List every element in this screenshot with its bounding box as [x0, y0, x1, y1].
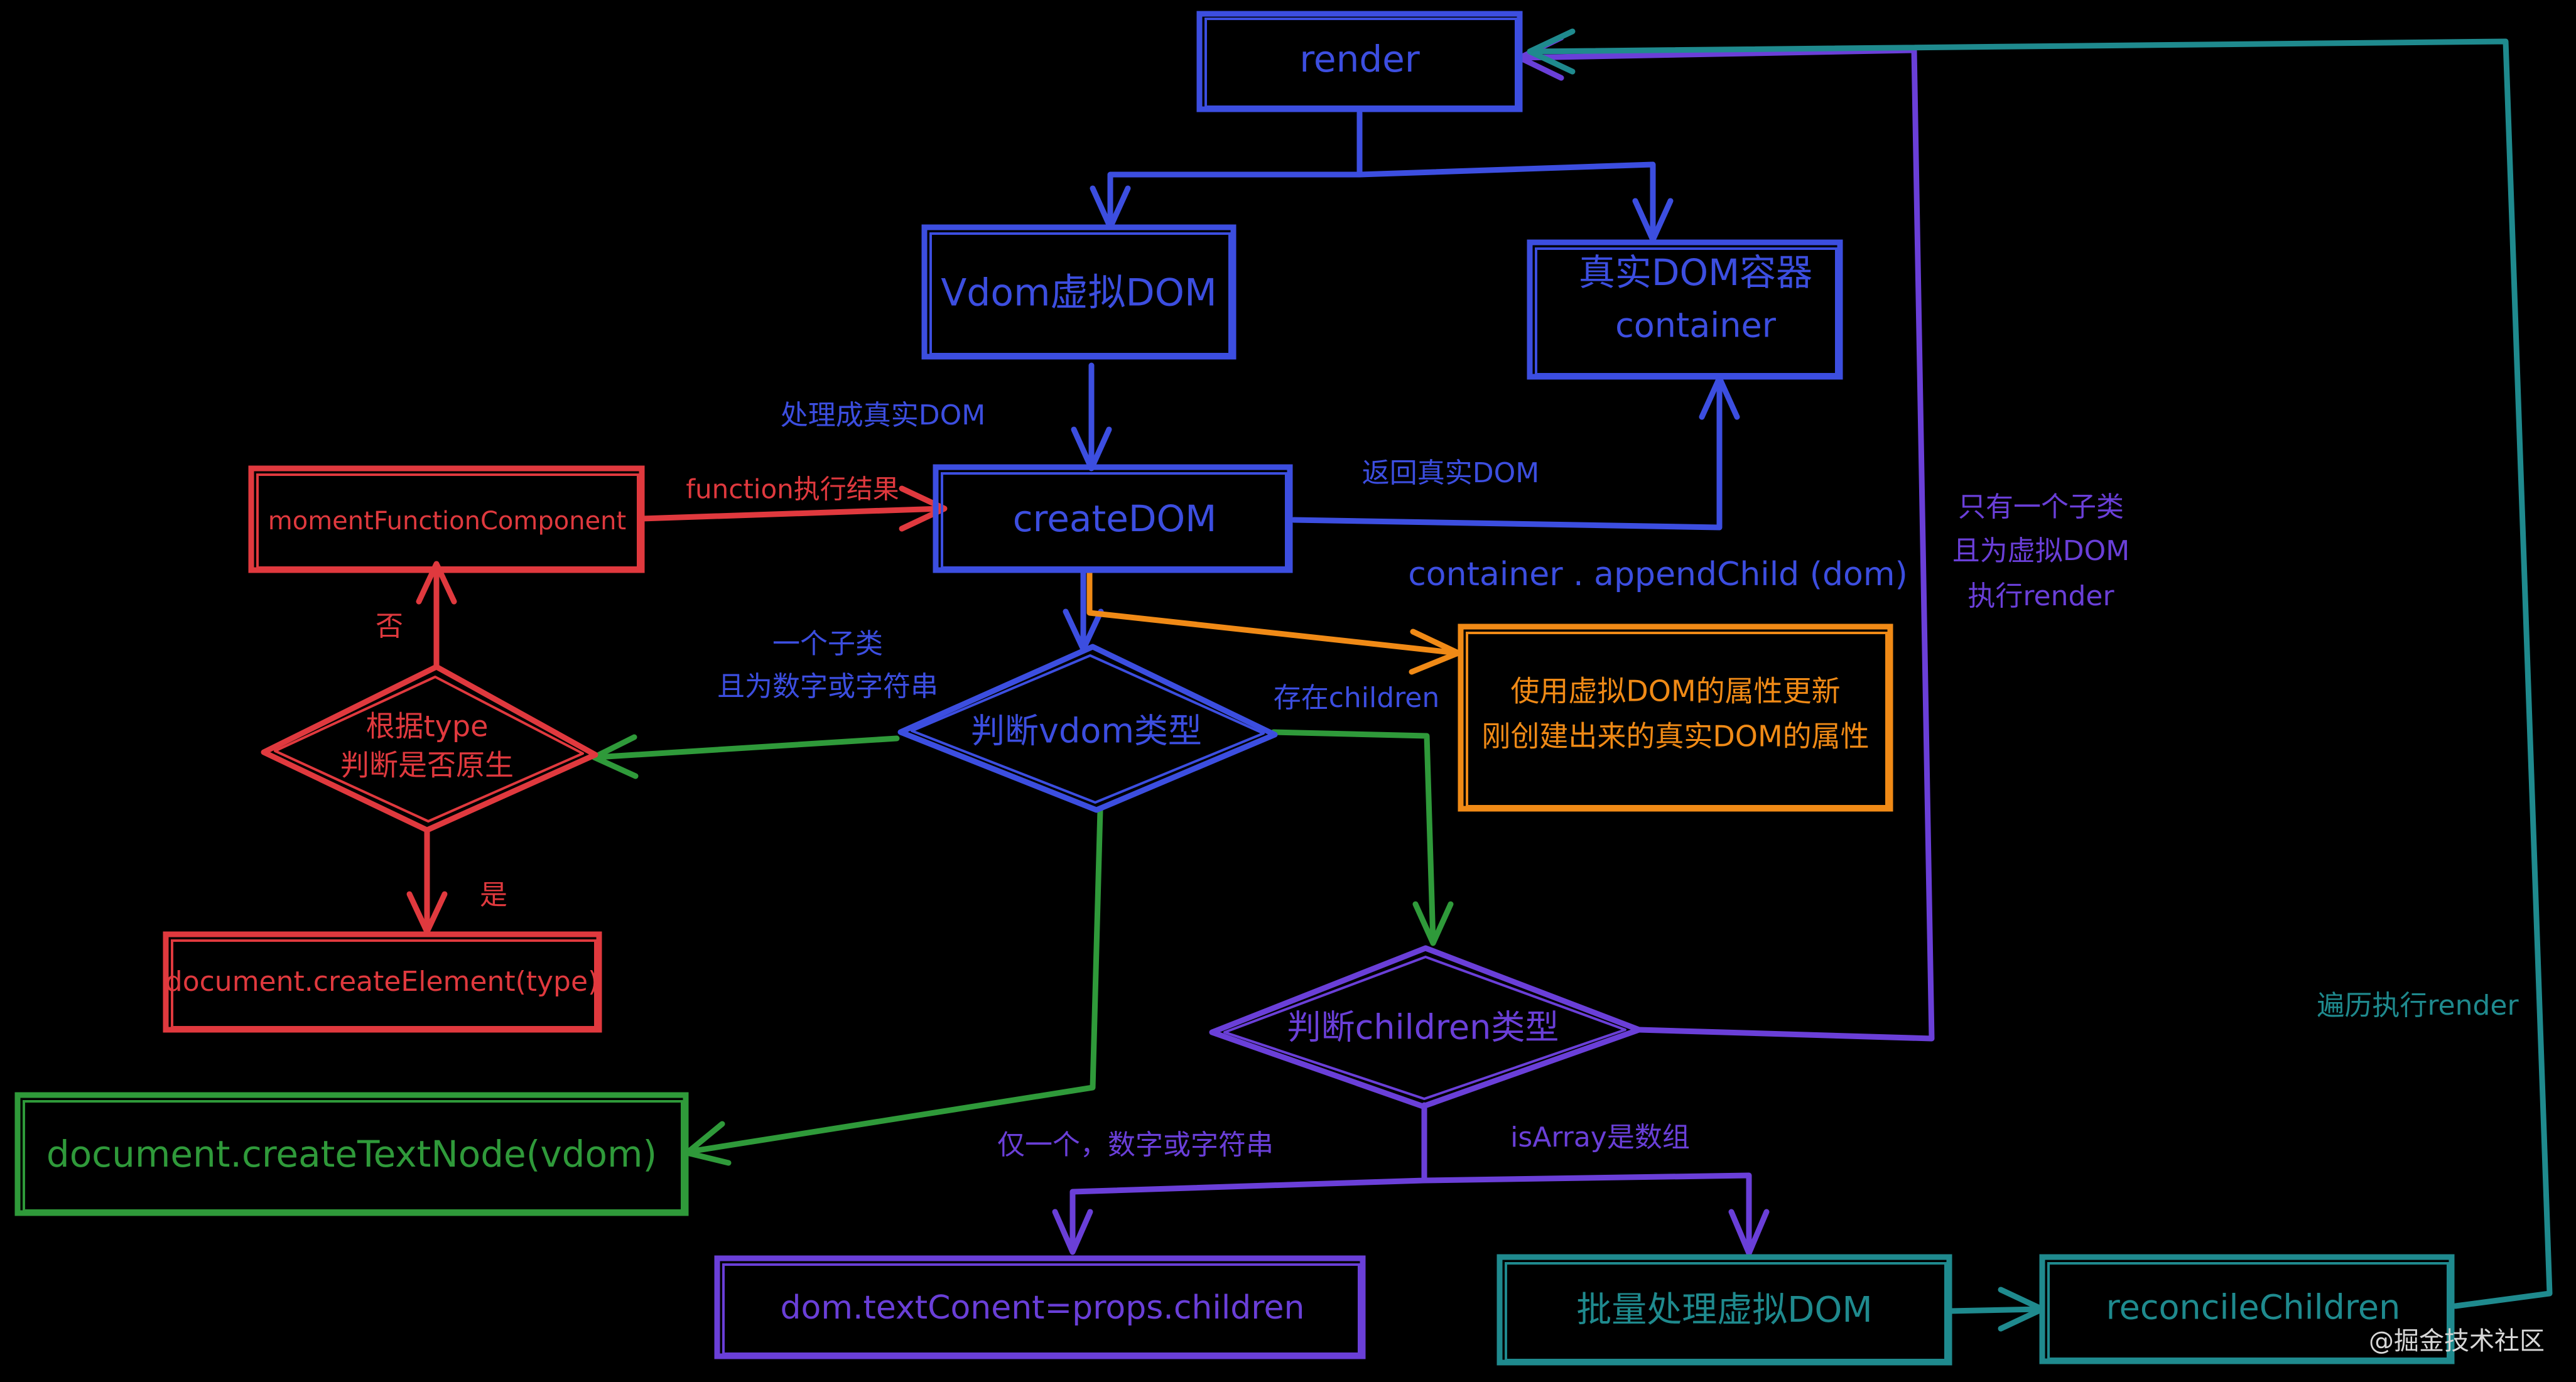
real-dom-container-node: 真实DOM容器 container: [1527, 239, 1843, 380]
createdom-to-judge-vdom-connector: [1063, 568, 1104, 652]
batch-to-reconcile-connector: [1946, 1287, 2045, 1332]
createdom-node-label: createDOM: [1013, 497, 1216, 540]
vdom-node: Vdom虚拟DOM: [921, 224, 1237, 360]
render-to-vdom-connector: [1090, 110, 1363, 230]
text-content-label: dom.textConent=props.children: [781, 1289, 1305, 1327]
createdom-to-container-connector: [1291, 375, 1740, 531]
judge-vdom-to-judge-children-connector: [1270, 729, 1454, 946]
moment-function-component-label: momentFunctionComponent: [268, 507, 626, 536]
label-one-child-1: 一个子类: [772, 628, 883, 660]
createdom-to-update-attr-connector: [1086, 568, 1461, 675]
children-text-connector: [1052, 1102, 1427, 1255]
createdom-node: createDOM: [933, 464, 1293, 573]
batch-label: 批量处理虚拟DOM: [1576, 1290, 1873, 1331]
children-virtual-to-render-connector: [1517, 35, 1935, 1042]
label-function-result: function执行结果: [686, 474, 899, 505]
update-attributes-label-2: 刚创建出来的真实DOM的属性: [1481, 720, 1869, 753]
vdom-to-createdom-connector: [1071, 362, 1112, 472]
judge-vdom-to-judge-type-connector: [591, 734, 900, 779]
label-only-one-virtual-3: 执行render: [1967, 580, 2114, 612]
function-result-connector: [639, 485, 948, 532]
reconcile-node: reconcileChildren: [2039, 1254, 2455, 1364]
reconcile-to-render-connector: [1527, 28, 2553, 1309]
watermark: @掘金技术社区: [2369, 1327, 2545, 1356]
create-text-node-node: document.createTextNode(vdom): [14, 1092, 689, 1216]
label-has-children: 存在children: [1274, 682, 1440, 714]
label-only-one-virtual-1: 只有一个子类: [1958, 491, 2124, 523]
label-to-real-dom: 处理成真实DOM: [781, 399, 985, 431]
label-one-child-2: 且为数字或字符串: [717, 671, 938, 703]
label-is-array: isArray是数组: [1510, 1121, 1690, 1153]
label-no: 否: [376, 610, 403, 642]
label-only-one-virtual-2: 且为虚拟DOM: [1952, 535, 2130, 567]
create-element-label: document.createElement(type): [165, 966, 598, 998]
update-attributes-node: 使用虚拟DOM的属性更新 刚创建出来的真实DOM的属性: [1458, 624, 1893, 812]
judge-vdom-to-textnode-connector: [684, 807, 1103, 1166]
vdom-node-label: Vdom虚拟DOM: [941, 271, 1216, 315]
judge-type-diamond: 根据type 判断是否原生: [261, 664, 598, 833]
real-dom-container-label-1: 真实DOM容器: [1579, 251, 1812, 294]
create-text-node-label: document.createTextNode(vdom): [46, 1133, 657, 1175]
label-yes: 是: [480, 879, 507, 911]
render-node: render: [1196, 11, 1523, 112]
judge-type-yes-connector: [406, 827, 448, 935]
batch-node: 批量处理虚拟DOM: [1496, 1254, 1952, 1366]
real-dom-container-label-2: container: [1615, 306, 1777, 345]
moment-function-component-node: momentFunctionComponent: [248, 465, 645, 573]
judge-children-diamond: 判断children类型: [1209, 945, 1642, 1109]
children-array-connector: [1421, 1172, 1770, 1256]
label-only-one-text: 仅一个，数字或字符串: [997, 1129, 1274, 1161]
reconcile-label: reconcileChildren: [2106, 1288, 2401, 1327]
label-append-child: container . appendChild (dom): [1408, 556, 1908, 593]
create-element-node: document.createElement(type): [163, 931, 602, 1033]
label-traverse-render: 遍历执行render: [2317, 990, 2519, 1022]
label-return-real-dom: 返回真实DOM: [1362, 457, 1539, 489]
render-to-container-connector: [1356, 161, 1674, 243]
judge-vdom-label: 判断vdom类型: [971, 711, 1202, 751]
judge-type-label-2: 判断是否原生: [340, 748, 514, 782]
judge-type-label-1: 根据type: [366, 710, 489, 743]
judge-type-no-connector: [416, 561, 457, 670]
render-node-label: render: [1299, 38, 1420, 80]
judge-vdom-diamond: 判断vdom类型: [897, 644, 1278, 813]
judge-children-label: 判断children类型: [1287, 1008, 1559, 1047]
text-content-node: dom.textConent=props.children: [714, 1255, 1366, 1359]
update-attributes-label-1: 使用虚拟DOM的属性更新: [1510, 674, 1840, 708]
